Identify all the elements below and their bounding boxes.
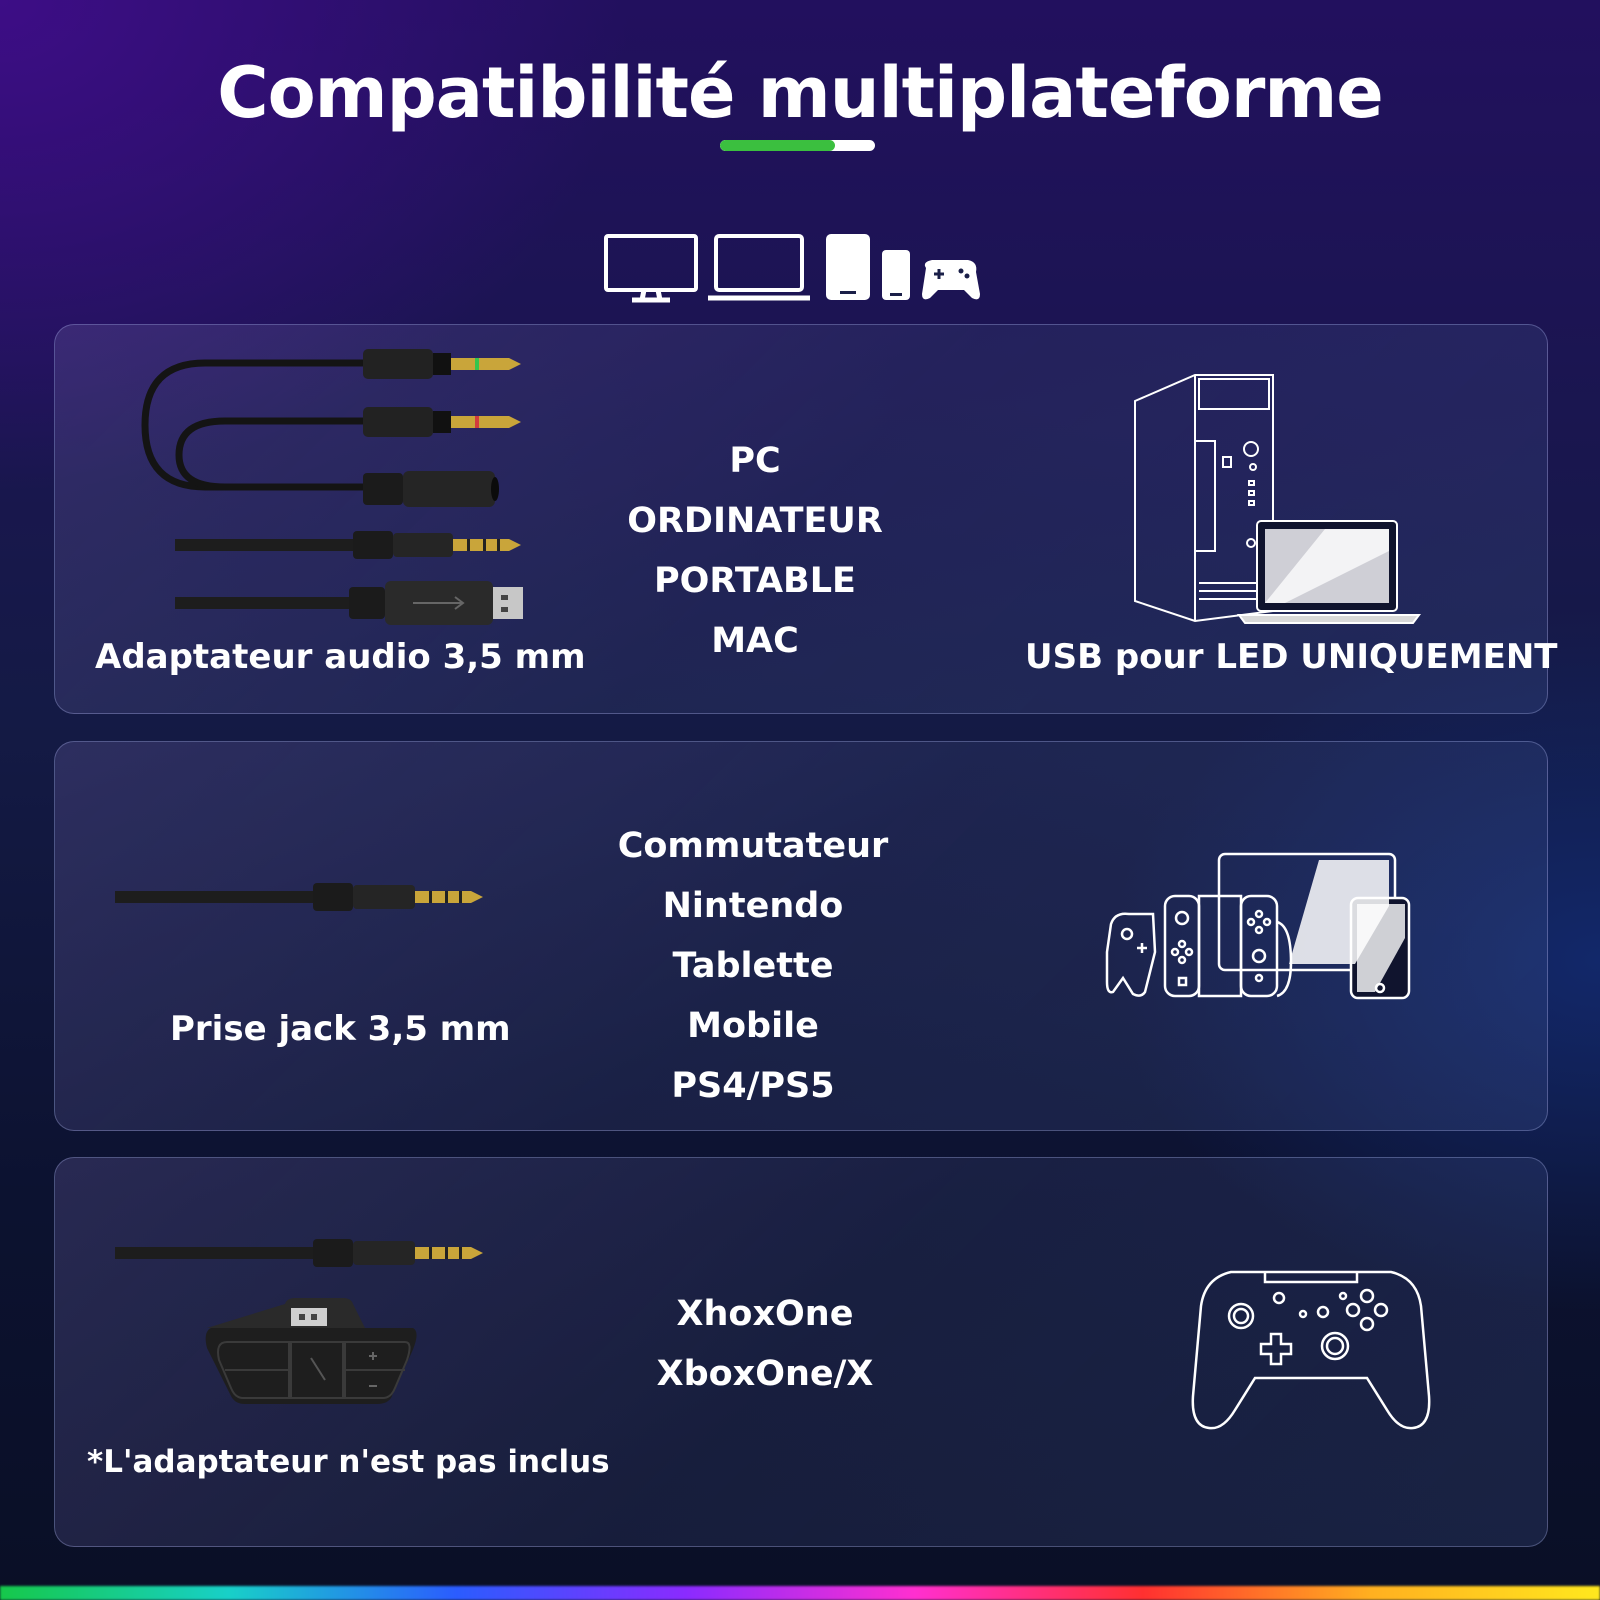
card-mobile: Prise jack 3,5 mm Commutateur Nintendo T… bbox=[54, 741, 1548, 1131]
adapter-label: Adaptateur audio 3,5 mm bbox=[95, 637, 586, 677]
platform-name: Tablette bbox=[672, 946, 834, 986]
jack-cable-stereo-adapter-icon bbox=[115, 1239, 483, 1404]
card-xbox: *L'adaptateur n'est pas inclus XhoxOne X… bbox=[54, 1157, 1548, 1547]
platform-name: MAC bbox=[711, 621, 799, 661]
usb-label: USB pour LED UNIQUEMENT bbox=[1025, 637, 1558, 677]
audio-adapter-cables-icon bbox=[141, 349, 523, 625]
gamepad-icon bbox=[922, 260, 980, 300]
card-mobile-platforms: Commutateur Nintendo Tablette Mobile PS4… bbox=[525, 816, 981, 1116]
switch-tablet-phone-icon bbox=[1105, 852, 1411, 1000]
title-underline bbox=[720, 140, 875, 151]
braided-cable-jack bbox=[175, 531, 521, 559]
rgb-light-strip bbox=[0, 1586, 1600, 1600]
female-jack bbox=[363, 471, 499, 507]
stereo-adapter bbox=[205, 1298, 417, 1404]
card-pc: Adaptateur audio 3,5 mm PC ORDINATEUR PO… bbox=[54, 324, 1557, 714]
card-xbox-platforms: XhoxOne XboxOne/X bbox=[537, 1284, 993, 1404]
plug-green bbox=[363, 349, 521, 379]
page-title: Compatibilité multiplateforme bbox=[217, 52, 1384, 134]
monitor-icon bbox=[604, 234, 698, 303]
platform-name: PS4/PS5 bbox=[671, 1066, 835, 1106]
jack-cable-icon bbox=[115, 883, 483, 911]
platform-name: Mobile bbox=[687, 1006, 819, 1046]
jack-label: Prise jack 3,5 mm bbox=[170, 1009, 511, 1049]
platform-name: ORDINATEUR PORTABLE bbox=[627, 501, 883, 601]
controller-icon bbox=[1191, 1270, 1431, 1430]
phone-icon bbox=[882, 250, 910, 300]
platform-name: XhoxOne bbox=[676, 1294, 854, 1334]
platform-name: XboxOne/X bbox=[656, 1354, 874, 1394]
platform-name: PC bbox=[729, 441, 781, 481]
usb-plug bbox=[175, 581, 523, 625]
card-pc-platforms: PC ORDINATEUR PORTABLE MAC bbox=[525, 431, 985, 671]
pc-tower-laptop-icon bbox=[1134, 374, 1421, 624]
title-underline-fill bbox=[720, 140, 835, 151]
adapter-note-label: *L'adaptateur n'est pas inclus bbox=[87, 1444, 610, 1480]
plug-red bbox=[363, 407, 521, 437]
platform-name: Commutateur Nintendo bbox=[617, 826, 889, 926]
platform-icons bbox=[604, 234, 980, 303]
tablet-icon bbox=[826, 234, 870, 300]
laptop-icon bbox=[708, 234, 810, 301]
